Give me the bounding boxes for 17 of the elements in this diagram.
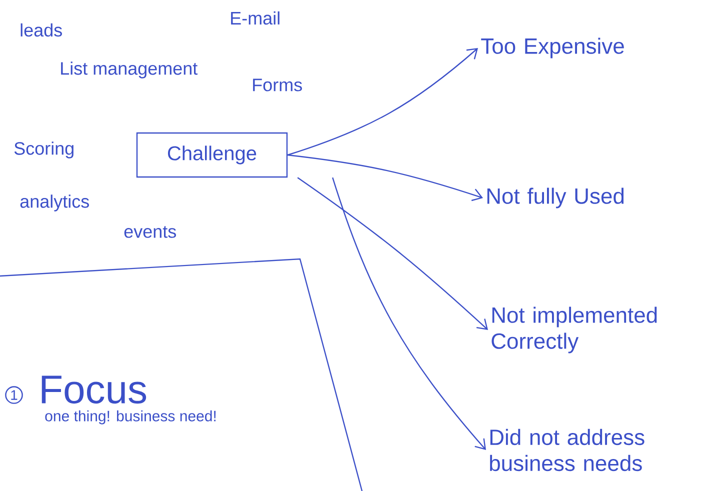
arrow — [288, 154, 483, 202]
topic-label: E-mail — [231, 11, 280, 25]
topic-label: Forms — [253, 78, 302, 92]
outcome-text: Did not address business needs — [490, 428, 644, 472]
topic-label: Scoring — [14, 142, 74, 158]
topic-label: List management — [61, 62, 198, 78]
outcome-text: Too Expensive — [481, 38, 624, 58]
outcome-text: Not fully Used — [487, 188, 624, 208]
arrow — [297, 177, 488, 330]
topic-label: events — [124, 226, 176, 238]
arrow — [287, 48, 478, 156]
process-box: Challenge — [136, 132, 288, 178]
callout-number: 1 — [5, 386, 23, 404]
topic-label: leads — [20, 23, 62, 37]
topic-label: analytics — [20, 194, 89, 212]
arrow — [332, 177, 486, 450]
outcome-text: Not implemented Correctly — [492, 306, 657, 354]
